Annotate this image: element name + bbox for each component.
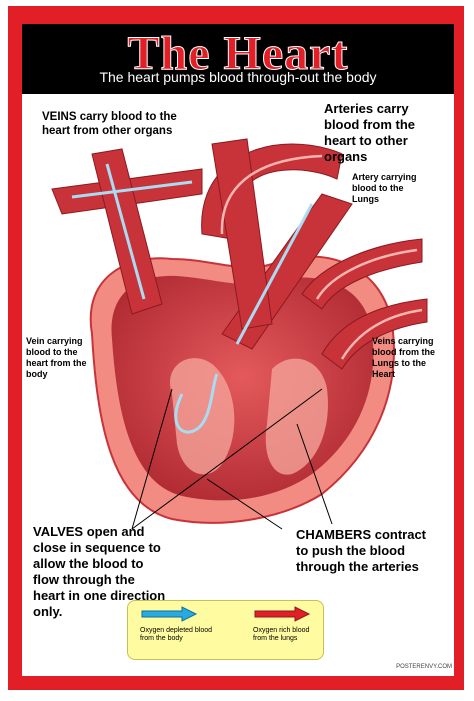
label-vein-body: Vein carrying blood to the heart from th… [26,336,87,379]
arrow-depleted-4 [174,373,219,434]
label-veins: VEINS carry blood to the heart from othe… [42,111,177,137]
legend-depleted-text: Oxygen depleted blood from the body [140,627,212,642]
arrow-depleted-3 [235,203,314,345]
artery-to-lungs [211,138,273,330]
arrow-rich-1 [220,154,323,235]
legend-box: Oxygen depleted blood from the body Oxyg… [127,600,324,660]
blue-arrow-icon [141,606,198,622]
label-arteries: Arteries carry blood from the heart to o… [324,101,415,164]
arrow-rich-3 [340,308,423,360]
arrow-depleted-2 [105,163,146,300]
red-arrow-icon [254,606,311,622]
pointer-chambers-1 [206,478,283,530]
label-artery-lungs: Artery carrying blood to the Lungs [352,172,417,204]
pointer-valves-1 [131,388,173,530]
arrow-depleted-1 [71,180,193,199]
label-valves: VALVES open and close in sequence to all… [33,524,166,619]
legend-rich-text: Oxygen rich blood from the lungs [253,627,310,642]
right-chamber [265,358,328,475]
pointer-chambers-2 [296,423,333,525]
title-bar: The Heart The heart pumps blood through-… [22,24,454,94]
left-chamber [170,358,235,475]
poster-title: The Heart [127,27,349,81]
label-veins-lungs: Veins carrying blood from the Lungs to t… [372,336,435,379]
label-chambers: CHAMBERS contract to push the blood thro… [296,527,427,574]
poster-subtitle: The heart pumps blood through-out the bo… [99,69,377,85]
pointer-valves-2 [131,388,323,530]
pulmonary-vein-upper [301,238,423,310]
arrow-rich-2 [315,248,418,300]
credit-text: POSTERENVY.COM [396,664,452,670]
heart-illustration [51,138,428,530]
